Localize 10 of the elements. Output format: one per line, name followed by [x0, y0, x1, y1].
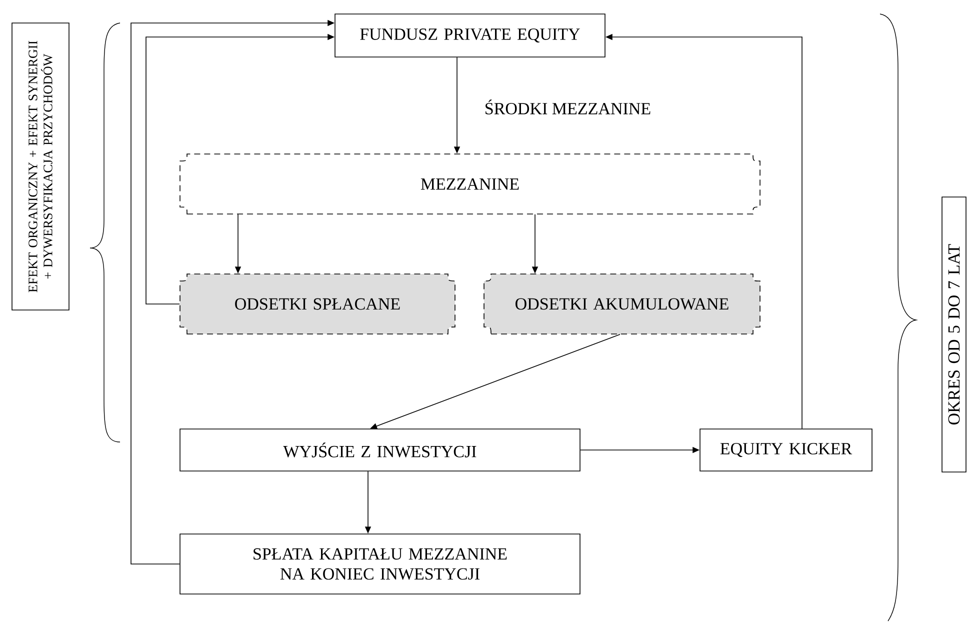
side-box: OKRES OD 5 DO 7 LAT — [942, 196, 966, 472]
side-box: EFEKT ORGANICZNY + EFEKT SYNERGII + DYWERSYFIKACJA PRZYCHODÓW — [12, 22, 70, 310]
dashed-box: MEZZANINE — [180, 154, 760, 214]
dashed-box: ODSETKI SPŁACANE — [180, 274, 456, 334]
process-box: WYJŚCIE Z INWESTYCJI — [180, 428, 580, 472]
process-box: FUNDUSZ PRIVATE EQUITY — [334, 14, 606, 58]
edge-label: ŚRODKI MEZZANINE — [486, 100, 650, 114]
process-box: EQUITY KICKER — [700, 428, 872, 472]
dashed-box: ODSETKI AKUMULOWANE — [484, 274, 760, 334]
process-box: SPŁATA KAPITAŁU MEZZANINE NA KONIEC INWESTYCJI — [180, 534, 580, 594]
